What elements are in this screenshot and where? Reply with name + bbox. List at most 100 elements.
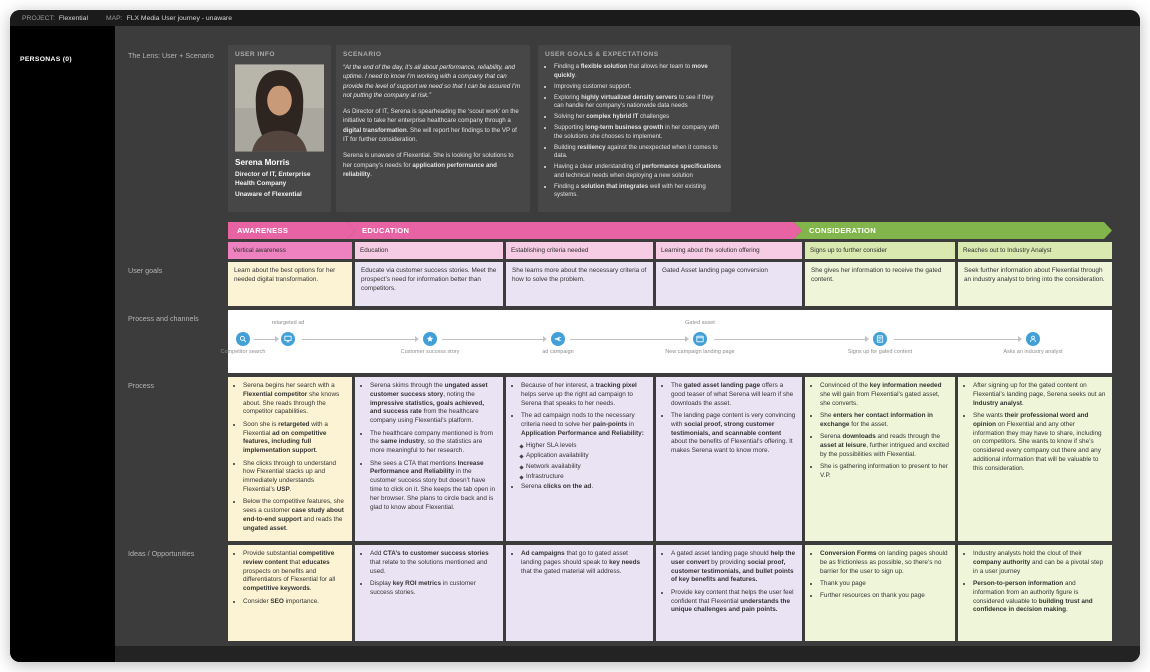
process-cell-2[interactable]: Serena skims through the ungated asset c…	[355, 377, 503, 541]
display-ad-icon	[281, 332, 295, 346]
ideas-cell-2[interactable]: Add CTA’s to customer success stories th…	[355, 545, 503, 641]
bullet-item: The gated asset landing page offers a go…	[671, 382, 796, 408]
personas-sidebar: PERSONAS (0)	[10, 26, 115, 662]
bullet-item: She is gathering information to present …	[820, 463, 949, 481]
scenario-panel[interactable]: SCENARIO “At the end of the day, it’s al…	[336, 45, 530, 212]
project-label: PROJECT:	[22, 14, 55, 22]
top-bar: PROJECT: Flexential MAP: FLX Media User …	[10, 10, 1140, 26]
personas-section-header[interactable]: PERSONAS (0)	[20, 56, 72, 63]
process-cell-1[interactable]: Serena begins her search with a Flexenti…	[228, 377, 352, 541]
goal-item: Having a clear understanding of performa…	[554, 163, 724, 180]
channel-arrow	[254, 335, 279, 342]
channel-label: ad campaign	[542, 349, 574, 355]
ideas-row: Ideas / Opportunities Provide substantia…	[115, 545, 1140, 641]
substage-vertical-awareness[interactable]: Vertical awareness	[228, 242, 352, 259]
user-goals-panel[interactable]: USER GOALS & EXPECTATIONS Finding a flex…	[538, 45, 731, 212]
person-icon	[1026, 332, 1040, 346]
scenario-paragraph-1: As Director of IT, Serena is spearheadin…	[343, 108, 519, 144]
goal-item: Improving customer support.	[554, 83, 724, 92]
row-label-process-channels[interactable]: Process and channels	[128, 314, 199, 323]
user-goals-row: User goals Learn about the best options …	[115, 262, 1140, 306]
bullet-item: Add CTA’s to customer success stories th…	[370, 550, 497, 576]
stage-consideration[interactable]: CONSIDERATION	[794, 222, 1112, 239]
process-cell-5[interactable]: Convinced of the key information needed …	[805, 377, 955, 541]
row-label-user-goals[interactable]: User goals	[128, 266, 163, 275]
goal-item: Building resiliency against the unexpect…	[554, 144, 724, 161]
bullet-item: After signing up for the gated content o…	[973, 382, 1106, 408]
goal-item: Solving her complex hybrid IT challenges	[554, 113, 724, 122]
bullet-item: Higher SLA levels	[526, 442, 647, 451]
goal-item: Finding a solution that integrates well …	[554, 183, 724, 200]
ideas-cell-5[interactable]: Conversion Forms on landing pages should…	[805, 545, 955, 641]
ideas-cell-3[interactable]: Ad campaigns that go to gated asset land…	[506, 545, 653, 641]
process-cell-3[interactable]: Because of her interest, a tracking pixe…	[506, 377, 653, 541]
substage-establishing-criteria[interactable]: Establishing criteria needed	[506, 242, 653, 259]
megaphone-icon	[551, 332, 565, 346]
user-goals-cell-2[interactable]: Educate via customer success stories. Me…	[355, 262, 503, 306]
bullet-item: Network availability	[526, 463, 647, 472]
user-goals-heading: USER GOALS & EXPECTATIONS	[545, 51, 659, 58]
search-icon	[236, 332, 250, 346]
channel-arrow	[570, 335, 689, 342]
substage-industry-analyst[interactable]: Reaches out to Industry Analyst	[958, 242, 1112, 259]
user-goals-cell-4[interactable]: Gated Asset landing page conversion	[656, 262, 802, 306]
bullet-item: The landing page content is very convinc…	[671, 412, 796, 456]
channel-label: Customer success story	[400, 349, 460, 355]
map-label: MAP:	[105, 14, 123, 22]
bullet-item: Below the competitive features, she sees…	[243, 498, 346, 533]
bullet-item: Thank you page	[820, 580, 949, 589]
persona-status: Unaware of Flexential	[235, 191, 302, 199]
bullet-item: The ad campaign nods to the necessary cr…	[521, 412, 647, 438]
process-cell-4[interactable]: The gated asset landing page offers a go…	[656, 377, 802, 541]
channel-arrow	[894, 335, 1022, 342]
substage-signs-up[interactable]: Signs up to further consider	[805, 242, 955, 259]
browser-icon	[693, 332, 707, 346]
user-goals-cell-3[interactable]: She learns more about the necessary crit…	[506, 262, 653, 306]
persona-name: Serena Morris	[235, 158, 290, 167]
channel-label: Competitor search	[220, 349, 266, 355]
channel-label: New campaign landing page	[665, 349, 735, 355]
user-goals-cell-5[interactable]: She gives her information to receive the…	[805, 262, 955, 306]
ideas-cell-6[interactable]: Industry analysts hold the clout of thei…	[958, 545, 1112, 641]
bottom-bar	[115, 646, 1140, 662]
channels-row: Process and channels Competitor sea	[115, 310, 1140, 373]
lens-row: The Lens: User + Scenario USER INFO	[115, 45, 1140, 212]
process-cell-6[interactable]: After signing up for the gated content o…	[958, 377, 1112, 541]
map-name[interactable]: FLX Media User journey - unaware	[126, 14, 232, 22]
bullet-item: She sees a CTA that mentions Increase Pe…	[370, 460, 497, 513]
stage-awareness[interactable]: AWARENESS	[228, 222, 355, 239]
bullet-item: She clicks through to understand how Fle…	[243, 460, 346, 495]
user-goals-cell-6[interactable]: Seek further information about Flexentia…	[958, 262, 1112, 306]
bullet-item: Infrastructure	[526, 473, 647, 482]
project-name[interactable]: Flexential	[58, 14, 88, 22]
bullet-item: Person-to-person information and informa…	[973, 580, 1106, 615]
row-label-process[interactable]: Process	[128, 381, 154, 390]
journey-canvas: The Lens: User + Scenario USER INFO	[115, 26, 1140, 646]
user-info-panel[interactable]: USER INFO Serena Morris Director of IT,	[228, 45, 331, 212]
substage-education[interactable]: Education	[355, 242, 503, 259]
persona-title: Director of IT, Enterprise Health Compan…	[235, 171, 311, 188]
channel-label: Signs up for gated content	[847, 349, 913, 355]
scenario-quote: “At the end of the day, it’s all about p…	[343, 64, 521, 99]
substage-learning-solution[interactable]: Learning about the solution offering	[656, 242, 802, 259]
user-goals-cell-1[interactable]: Learn about the best options for her nee…	[228, 262, 352, 306]
persona-photo	[235, 64, 324, 152]
bullet-item: Convinced of the key information needed …	[820, 382, 949, 408]
bullet-item: Serena downloads and reads through the a…	[820, 433, 949, 459]
bullet-item: Industry analysts hold the clout of thei…	[973, 550, 1106, 576]
row-label-ideas[interactable]: Ideas / Opportunities	[128, 549, 195, 558]
bullet-item: Display key ROI metrics in customer succ…	[370, 580, 497, 598]
channels-strip: Competitor search retargeted ad	[221, 310, 1112, 373]
bullet-item: Provide substantial competitive review c…	[243, 550, 346, 594]
ideas-cell-4[interactable]: A gated asset landing page should help t…	[656, 545, 802, 641]
bullet-item: Provide key content that helps the user …	[671, 589, 796, 615]
bullet-item: Soon she is retargeted with a Flexential…	[243, 421, 346, 456]
row-label-lens[interactable]: The Lens: User + Scenario	[128, 51, 214, 60]
bullet-item: Because of her interest, a tracking pixe…	[521, 382, 647, 408]
bullet-item: Serena skims through the ungated asset c…	[370, 382, 497, 426]
stage-education[interactable]: EDUCATION	[347, 222, 802, 239]
app-window: PROJECT: Flexential MAP: FLX Media User …	[10, 10, 1140, 662]
bullet-item: Consider SEO importance.	[243, 598, 346, 607]
channel-arrow	[442, 335, 547, 342]
ideas-cell-1[interactable]: Provide substantial competitive review c…	[228, 545, 352, 641]
